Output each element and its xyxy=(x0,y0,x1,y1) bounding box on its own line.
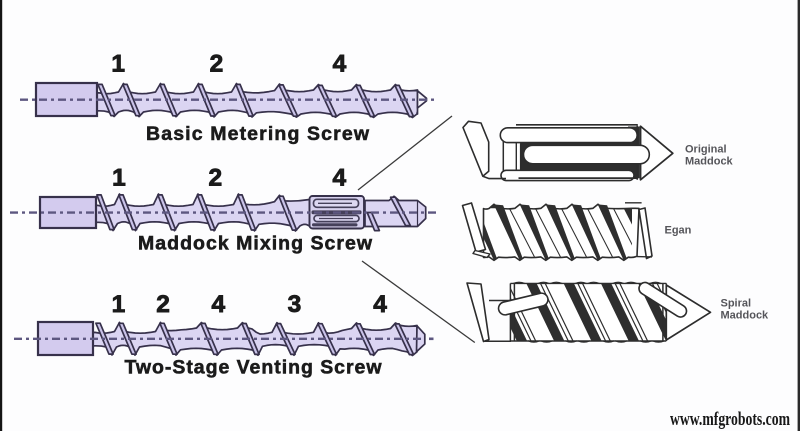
svg-text:Egan: Egan xyxy=(665,225,692,237)
svg-text:2: 2 xyxy=(210,51,224,78)
svg-text:4: 4 xyxy=(333,51,347,78)
svg-text:4: 4 xyxy=(373,291,387,318)
svg-text:Maddock Mixing Screw: Maddock Mixing Screw xyxy=(138,233,373,255)
svg-text:Spiral: Spiral xyxy=(721,298,752,310)
svg-text:2: 2 xyxy=(208,164,222,191)
svg-text:3: 3 xyxy=(288,291,302,318)
svg-text:2: 2 xyxy=(156,291,170,318)
svg-text:1: 1 xyxy=(111,51,125,78)
svg-text:1: 1 xyxy=(112,291,126,318)
svg-text:Maddock: Maddock xyxy=(721,310,770,322)
svg-text:1: 1 xyxy=(112,164,126,191)
svg-text:Two-Stage Venting Screw: Two-Stage Venting Screw xyxy=(125,357,383,379)
svg-text:4: 4 xyxy=(211,291,225,318)
svg-text:Maddock: Maddock xyxy=(685,156,734,168)
svg-text:4: 4 xyxy=(332,164,346,191)
svg-text:www.mfgrobots.com: www.mfgrobots.com xyxy=(670,409,790,430)
svg-text:Original: Original xyxy=(685,144,727,156)
svg-text:Basic Metering Screw: Basic Metering Screw xyxy=(146,123,370,145)
